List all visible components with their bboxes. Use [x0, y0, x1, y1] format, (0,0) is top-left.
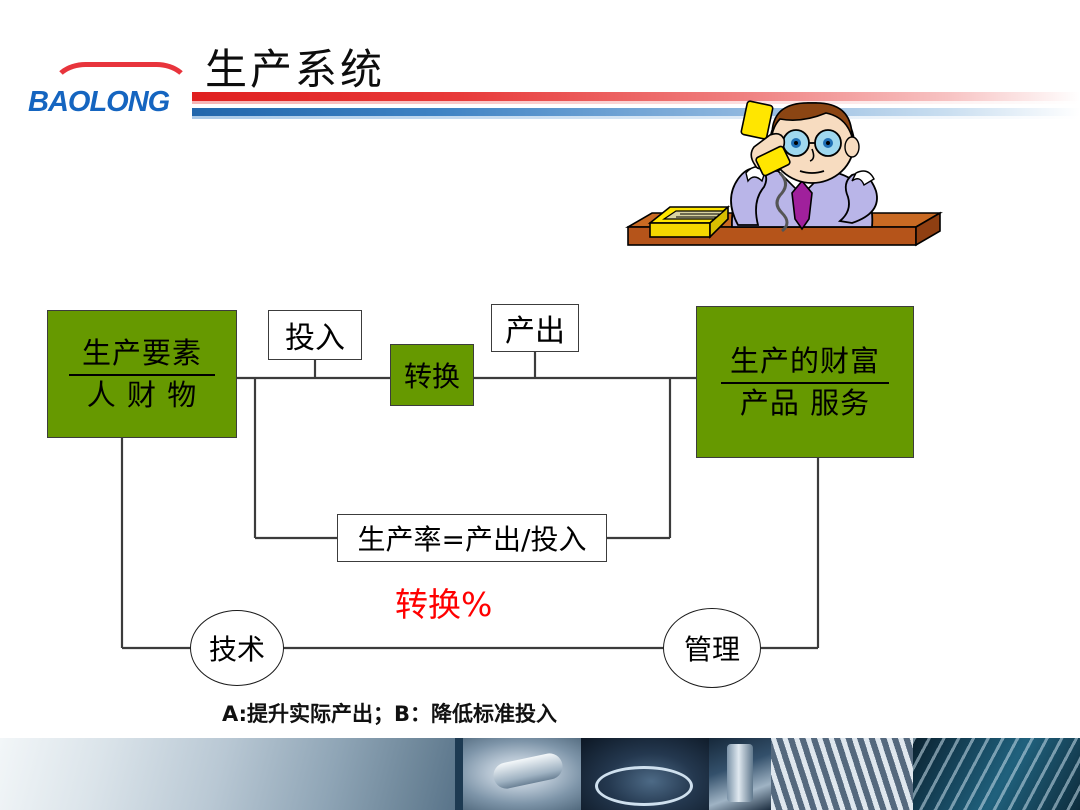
industrial-photo-strip — [0, 738, 1080, 810]
header-rule-blue-thin — [192, 116, 1080, 119]
red-arc-icon — [50, 62, 192, 118]
logo-text: BAOLONG — [28, 86, 170, 118]
node-production-factors[interactable]: 生产要素 人 财 物 — [47, 310, 237, 438]
header-rule-blue — [192, 108, 1080, 116]
label-input[interactable]: 投入 — [268, 310, 362, 360]
businessman-on-phone-illustration — [625, 100, 943, 247]
footer-divider — [455, 738, 463, 810]
diagram-caption: A:提升实际产出；B：降低标准投入 — [222, 702, 558, 726]
footer-machine-part-photo — [463, 738, 581, 810]
node-factors-subtitle: 人 财 物 — [86, 377, 198, 412]
node-conversion[interactable]: 转换 — [390, 344, 474, 406]
footer-circuit-board-photo — [913, 738, 1080, 810]
footer-metal-rod-photo — [709, 738, 771, 810]
footer-exhaust-pipes-photo — [581, 738, 709, 810]
node-wealth-title: 生产的财富 — [729, 344, 880, 379]
person-head — [764, 102, 860, 184]
footer-gradient-panel — [0, 738, 455, 810]
desk-phone-icon — [647, 205, 731, 239]
footer-metal-fins-photo — [771, 738, 913, 810]
label-output[interactable]: 产出 — [491, 304, 579, 352]
node-wealth-subtitle: 产品 服务 — [739, 385, 871, 420]
baolong-logo: BAOLONG — [28, 62, 200, 120]
node-factors-divider — [68, 373, 216, 376]
header-rule-red-thin — [192, 101, 1080, 104]
node-factors-title: 生产要素 — [81, 336, 202, 371]
node-management[interactable]: 管理 — [663, 608, 761, 688]
node-produced-wealth[interactable]: 生产的财富 产品 服务 — [696, 306, 914, 458]
header-rule-red — [192, 92, 1080, 101]
node-wealth-divider — [720, 381, 890, 384]
formula-productivity[interactable]: 生产率=产出/投入 — [337, 514, 607, 562]
label-conversion-percent: 转换% — [395, 585, 493, 624]
phone-handset-icon — [740, 100, 791, 233]
node-technology[interactable]: 技术 — [190, 610, 284, 686]
page-title: 生产系统 — [205, 45, 386, 94]
